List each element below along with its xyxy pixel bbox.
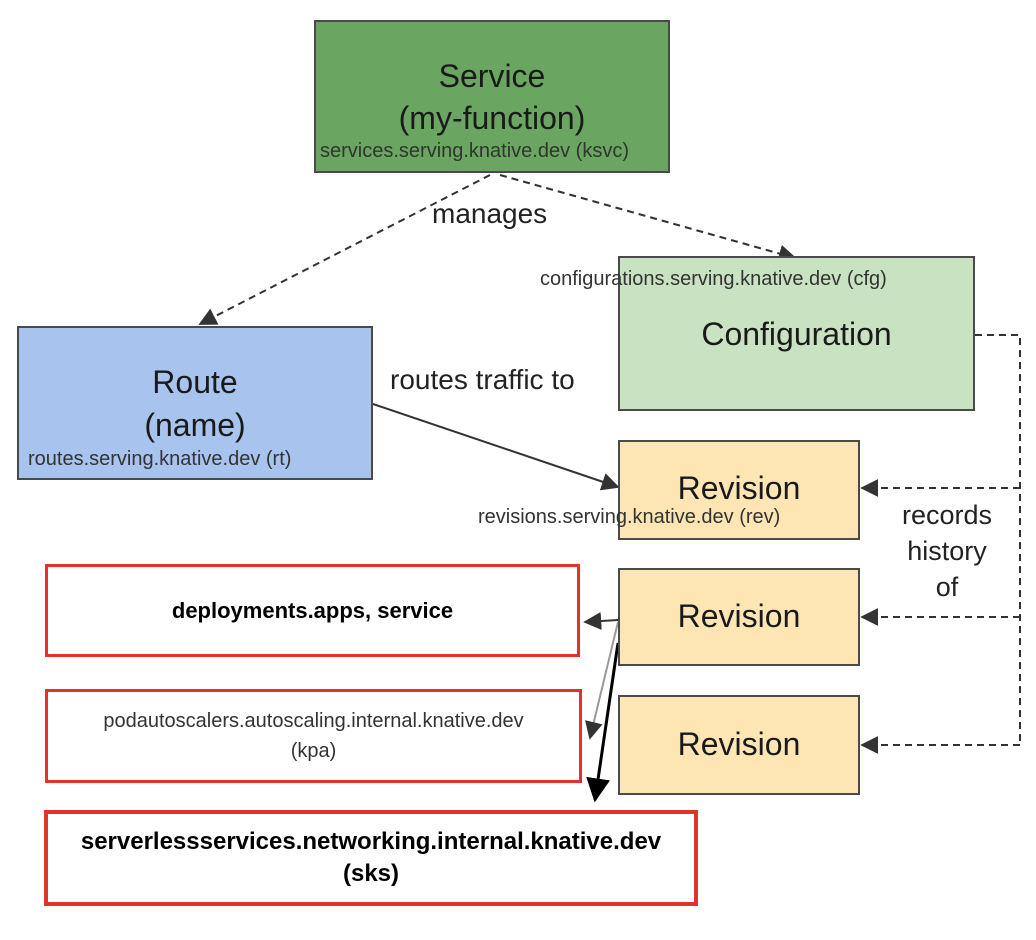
configuration-title: Configuration [701,316,892,352]
edge-revision-to-kpa [585,621,619,740]
records-history-line-1: records [901,500,993,530]
route-box [17,326,373,480]
manages-label: manages [432,198,548,229]
configuration-box [618,256,975,411]
edge-revision-to-sks [586,642,620,803]
edge-service-to-route [198,174,491,325]
revision-2-title: Revision [677,598,801,634]
kpa-line-1: podautoscalers.autoscaling.internal.knat… [103,710,524,732]
route-crd: routes.serving.knative.dev (rt) [28,448,292,470]
route-title: Route [152,364,238,400]
service-box [314,20,670,173]
service-crd: services.serving.knative.dev (ksvc) [320,140,629,162]
sks-box: serverlessservices.networking.internal.k… [44,810,698,906]
records-history-line-2: history [907,536,987,566]
deployments-box: deployments.apps, service [45,564,580,657]
revision-box-3 [618,695,860,795]
records-history-line-3: of [935,572,959,602]
service-name: (my-function) [398,100,586,136]
sks-line-2: (sks) [342,860,400,887]
revision-crd: revisions.serving.knative.dev (rev) [478,506,781,528]
revision-3-title: Revision [677,726,801,762]
sks-line-1: serverlessservices.networking.internal.k… [80,828,662,855]
records-history-label: records history of [880,497,1014,605]
edge-service-to-configuration [499,174,797,263]
edge-revision-to-deployments [583,612,619,631]
routes-traffic-label: routes traffic to [390,364,575,395]
route-name: (name) [144,407,246,443]
service-title: Service [438,58,546,94]
revision-1-title: Revision [677,470,801,506]
edge-route-to-revision [372,403,620,491]
deployments-label: deployments.apps, service [171,597,454,623]
revision-box-2 [618,568,860,666]
kpa-box: podautoscalers.autoscaling.internal.knat… [45,689,582,783]
configuration-crd-overlay: configurations.serving.knative.dev (cfg) [540,268,887,290]
revision-box-1 [618,440,860,540]
kpa-line-2: (kpa) [290,740,337,762]
edge-configuration-history-trunk [975,334,1021,745]
